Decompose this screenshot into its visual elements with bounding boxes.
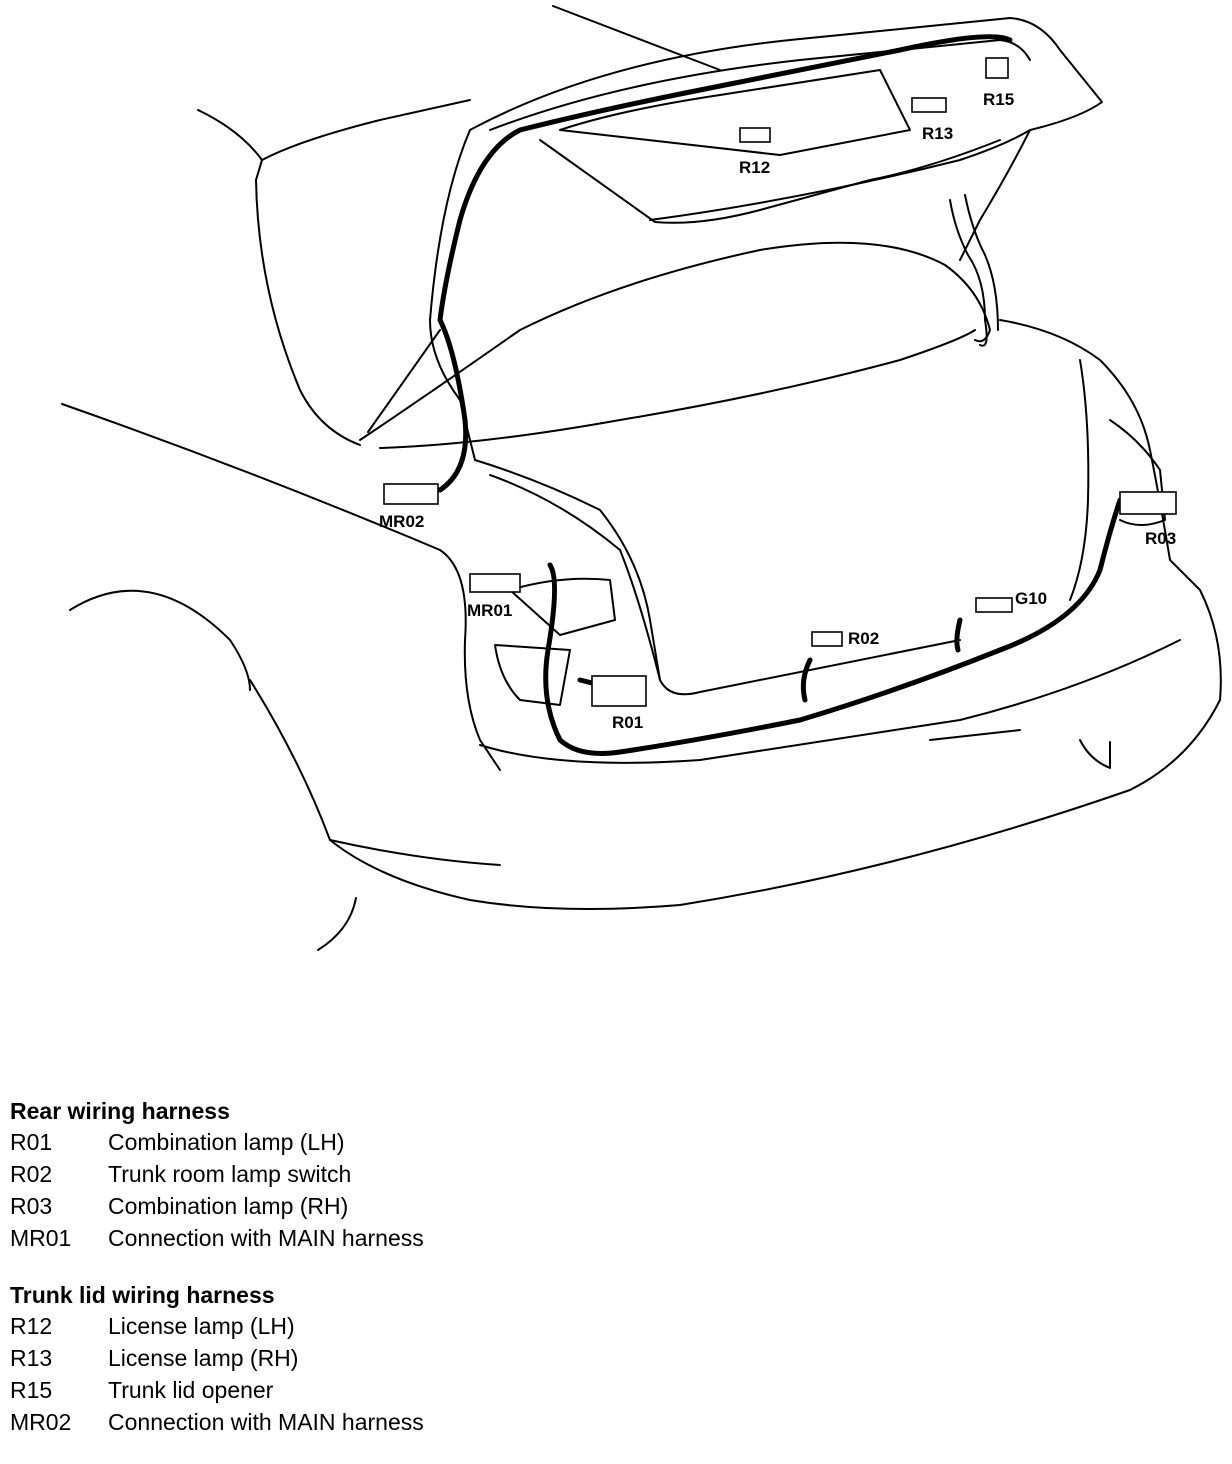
legend-code: MR02 [10, 1409, 72, 1435]
callout-r15: R15 [983, 90, 1014, 109]
trunk-lid-outline [469, 17, 1103, 261]
legend-group-trunk-lid-harness: Trunk lid wiring harness R12 License lam… [10, 1280, 710, 1438]
combination-lamp-rh [1109, 419, 1166, 526]
legend-code: MR01 [10, 1225, 72, 1251]
callout-mr01: MR01 [467, 601, 512, 620]
callout-r03: R03 [1145, 529, 1176, 548]
legend-row: R02 Trunk room lamp switch [10, 1158, 710, 1190]
trunk-lid-harness [437, 34, 1013, 493]
callout-r02: R02 [848, 629, 879, 648]
callout-mr02: MR02 [379, 512, 424, 531]
legend-row: R13 License lamp (RH) [10, 1342, 710, 1374]
callout-g10: G10 [1015, 589, 1047, 608]
legend-desc: License lamp (LH) [108, 1313, 295, 1339]
hinge-arm [949, 199, 988, 347]
legend-code: R02 [10, 1161, 53, 1187]
body-side-line [61, 403, 441, 551]
legend-row: MR01 Connection with MAIN harness [10, 1222, 710, 1254]
legend-code: R12 [10, 1313, 53, 1339]
license-recess [539, 139, 1001, 224]
connector-r12 [739, 127, 771, 143]
callout-r13: R13 [922, 124, 953, 143]
rear-harness [543, 495, 1163, 756]
legend-desc: Trunk room lamp switch [108, 1161, 352, 1187]
roof-line [552, 5, 721, 71]
legend-desc: Trunk lid opener [108, 1377, 274, 1403]
rear-window-outline [197, 109, 361, 446]
connector-r01 [591, 675, 647, 707]
legend-code: R15 [10, 1377, 53, 1403]
trunk-opening [489, 474, 661, 681]
legend-title-rear-harness: Rear wiring harness [10, 1098, 230, 1124]
connector-mr01 [469, 573, 521, 593]
trunk-lid-arch [359, 241, 991, 441]
connector-mr02 [383, 483, 439, 505]
legend-desc: Combination lamp (LH) [108, 1129, 345, 1155]
connector-r03 [1119, 491, 1177, 515]
callout-r12: R12 [739, 158, 770, 177]
legend-desc: License lamp (RH) [108, 1345, 299, 1371]
connector-r13 [911, 97, 947, 113]
connector-r02 [811, 631, 843, 647]
legend: Rear wiring harness R01 Combination lamp… [10, 1096, 710, 1464]
quarter-panel [439, 549, 501, 771]
connector-r15 [985, 57, 1009, 79]
legend-row: MR02 Connection with MAIN harness [10, 1406, 710, 1438]
legend-code: R01 [10, 1129, 53, 1155]
legend-group-rear-harness: Rear wiring harness R01 Combination lamp… [10, 1096, 710, 1254]
legend-row: R03 Combination lamp (RH) [10, 1190, 710, 1222]
legend-row: R15 Trunk lid opener [10, 1374, 710, 1406]
legend-desc: Combination lamp (RH) [108, 1193, 349, 1219]
legend-desc: Connection with MAIN harness [108, 1225, 424, 1251]
rear-wiring-diagram: R15 R13 R12 MR02 MR01 R03 G10 R02 R01 [61, 5, 1222, 951]
connector-g10 [975, 597, 1013, 613]
trunk-lid-edge [429, 129, 476, 461]
legend-code: R03 [10, 1193, 53, 1219]
trunk-lid-inner [489, 39, 1031, 131]
legend-title-trunk-lid-harness: Trunk lid wiring harness [10, 1282, 275, 1308]
legend-code: R13 [10, 1345, 53, 1371]
combination-lamp-lh [494, 644, 571, 706]
legend-row: R01 Combination lamp (LH) [10, 1126, 710, 1158]
legend-desc: Connection with MAIN harness [108, 1409, 424, 1435]
legend-row: R12 License lamp (LH) [10, 1310, 710, 1342]
rear-window-inner [261, 99, 471, 161]
wheel-arch [69, 589, 251, 691]
callout-r01: R01 [612, 713, 643, 732]
